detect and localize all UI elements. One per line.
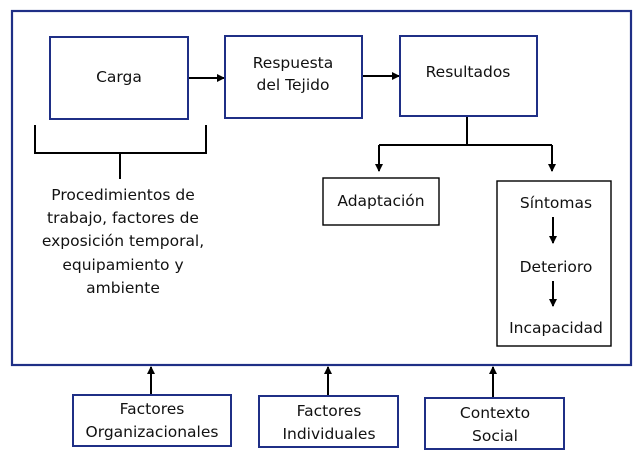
procedimientos-line3: exposición temporal, bbox=[42, 232, 204, 250]
factores-individuales-line2: Individuales bbox=[282, 425, 375, 443]
sintomas-label: Síntomas bbox=[520, 194, 592, 212]
incapacidad-label: Incapacidad bbox=[509, 319, 603, 337]
factores-individuales-box bbox=[258, 395, 399, 448]
contexto-social-line1: Contexto bbox=[460, 404, 530, 422]
procedimientos-line4: equipamiento y bbox=[62, 256, 183, 274]
factores-organizacionales-box bbox=[72, 394, 232, 447]
adaptacion-label: Adaptación bbox=[337, 192, 424, 210]
contexto-social-box bbox=[424, 397, 565, 450]
procedimientos-line5: ambiente bbox=[86, 279, 160, 297]
carga-bracket bbox=[34, 125, 207, 154]
procedimientos-line1: Procedimientos de bbox=[51, 186, 195, 204]
respuesta-label-line2: del Tejido bbox=[257, 76, 330, 94]
contexto-social-node: Contexto Social bbox=[424, 397, 565, 450]
resultados-label: Resultados bbox=[426, 63, 511, 81]
contexto-social-line2: Social bbox=[472, 427, 518, 445]
carga-box bbox=[49, 36, 189, 120]
outcomes-box bbox=[496, 180, 612, 347]
factores-organizacionales-node: Factores Organizacionales bbox=[72, 394, 232, 447]
resultados-box bbox=[399, 35, 538, 117]
factores-organizacionales-line1: Factores bbox=[120, 400, 185, 418]
respuesta-node: Respuesta del Tejido bbox=[224, 35, 363, 119]
carga-label: Carga bbox=[96, 68, 142, 86]
outer-frame bbox=[10, 9, 633, 367]
adaptacion-box bbox=[322, 177, 440, 226]
resultados-node: Resultados bbox=[399, 35, 538, 117]
respuesta-label-line1: Respuesta bbox=[253, 54, 334, 72]
deterioro-label: Deterioro bbox=[520, 258, 593, 276]
factores-individuales-node: Factores Individuales bbox=[258, 395, 399, 448]
procedimientos-text: Procedimientos de trabajo, factores de e… bbox=[42, 186, 204, 297]
respuesta-box bbox=[224, 35, 363, 119]
factores-individuales-line1: Factores bbox=[297, 402, 362, 420]
procedimientos-line2: trabajo, factores de bbox=[47, 209, 199, 227]
outcomes-chain: Síntomas Deterioro Incapacidad bbox=[496, 180, 612, 347]
factores-organizacionales-line2: Organizacionales bbox=[86, 423, 219, 441]
carga-node: Carga bbox=[49, 36, 189, 120]
adaptacion-node: Adaptación bbox=[322, 177, 440, 226]
